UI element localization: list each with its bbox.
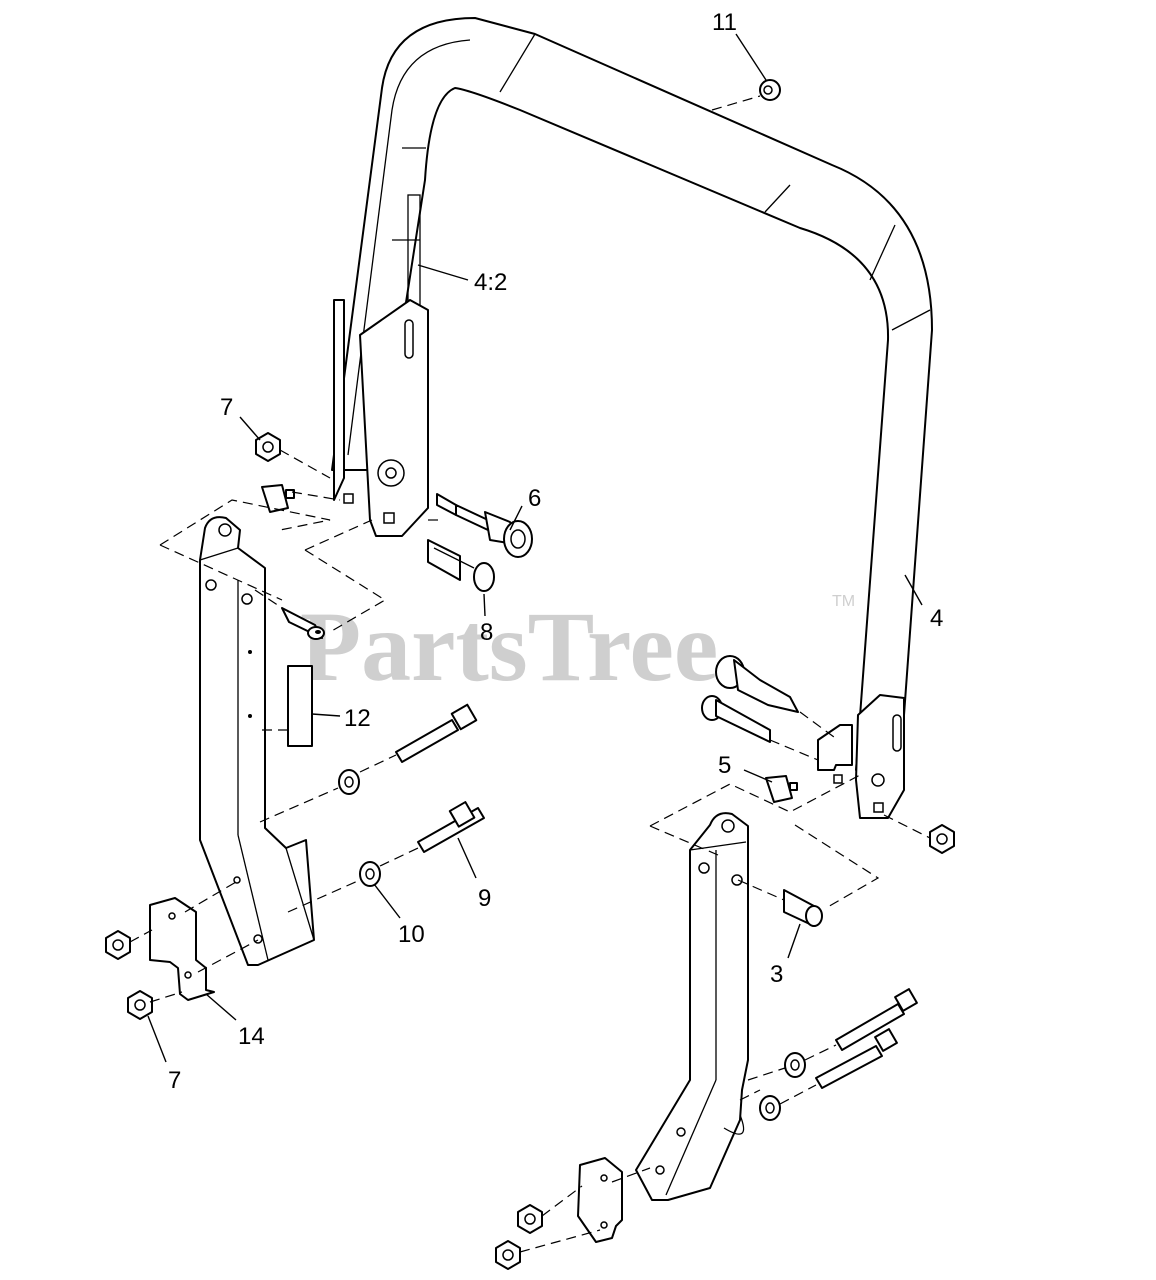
- nut-right-2: [495, 1240, 521, 1270]
- roll-bar-hoop: [331, 17, 933, 771]
- watermark: PartsTree TM: [300, 591, 855, 702]
- callout-9: 9: [478, 885, 491, 912]
- callout-10: 10: [398, 921, 425, 948]
- lock-pin: [436, 493, 533, 558]
- watermark-tm: TM: [832, 593, 855, 610]
- left-lower-bracket: [199, 516, 315, 966]
- callout-12: 12: [344, 705, 371, 732]
- nuts: [105, 432, 955, 1270]
- callout-7-top: 7: [220, 394, 233, 421]
- clevis-pin: [427, 539, 495, 592]
- callout-11: 11: [712, 9, 737, 36]
- callout-8: 8: [480, 619, 493, 646]
- right-lower-bracket: [635, 812, 749, 1201]
- right-lock-pin: [715, 655, 799, 713]
- bolts: [395, 703, 918, 1089]
- nut-left-2: [127, 990, 153, 1020]
- callout-4: 4: [930, 605, 943, 632]
- left-bottom-plate: [149, 897, 215, 1001]
- watermark-text: PartsTree: [300, 591, 718, 702]
- nut-right-1: [517, 1204, 543, 1234]
- latch-right: [765, 775, 798, 803]
- nut-right-mount: [929, 824, 955, 854]
- callout-6: 6: [528, 485, 541, 512]
- left-spacer-tube: [281, 607, 325, 640]
- callout-labels: 11 4:2 7 6 8 4 12 5 9 10 3 14 7: [168, 9, 943, 1094]
- nut-left-1: [105, 930, 131, 960]
- nut-top-left: [255, 432, 281, 462]
- assembly-lines: [129, 95, 931, 1253]
- latch-left: [261, 484, 295, 513]
- callout-14: 14: [238, 1023, 265, 1050]
- right-spacer-tube: [783, 889, 823, 927]
- callout-7-bottom: 7: [168, 1067, 181, 1094]
- right-bottom-plate: [577, 1157, 623, 1243]
- callout-5: 5: [718, 752, 731, 779]
- left-bar-mount-plate: [333, 299, 429, 537]
- right-bar-mount-plate: [817, 694, 905, 819]
- right-clevis-pin: [701, 695, 771, 743]
- callout-3: 3: [770, 961, 783, 988]
- decal-12: [287, 665, 313, 747]
- washers: [338, 79, 806, 1121]
- leader-lines: [147, 33, 923, 1063]
- callout-4-2: 4:2: [474, 269, 507, 296]
